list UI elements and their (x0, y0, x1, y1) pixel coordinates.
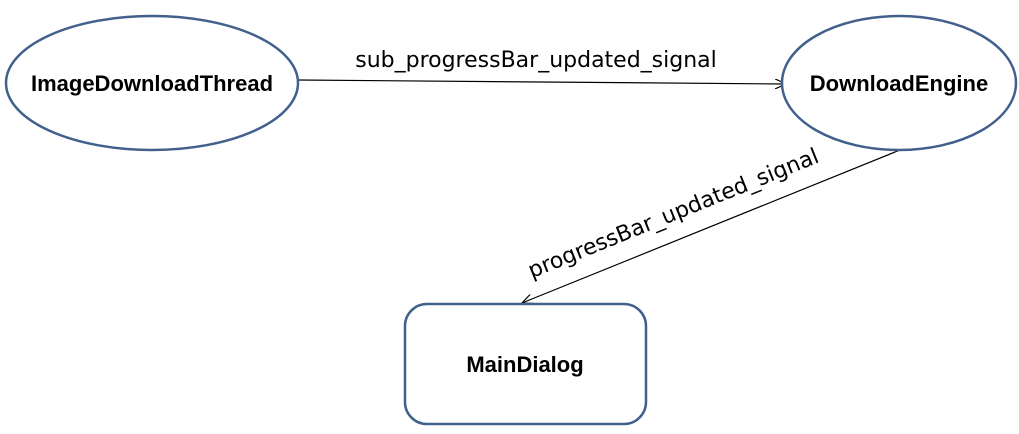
edge-line-thread-to-engine (297, 80, 786, 84)
edge-label-sub-progressbar-updated-signal: sub_progressBar_updated_signal (355, 48, 717, 73)
node-label-download-engine: DownloadEngine (810, 71, 988, 96)
node-label-main-dialog: MainDialog (466, 352, 583, 377)
node-label-image-download-thread: ImageDownloadThread (31, 71, 273, 96)
edge-label-progressbar-updated-signal: progressBar_updated_signal (525, 144, 823, 284)
edge-thread-to-engine: sub_progressBar_updated_signal (297, 48, 786, 84)
edge-engine-to-dialog: progressBar_updated_signal (522, 144, 901, 303)
node-download-engine[interactable]: DownloadEngine (780, 14, 1018, 152)
node-image-download-thread[interactable]: ImageDownloadThread (4, 14, 300, 152)
node-shape-ellipse (780, 14, 1018, 152)
node-main-dialog[interactable]: MainDialog (403, 302, 648, 426)
node-shape-ellipse (4, 14, 300, 152)
node-shape-rounded-rectangle (403, 302, 648, 426)
edge-line-engine-to-dialog (522, 149, 901, 303)
